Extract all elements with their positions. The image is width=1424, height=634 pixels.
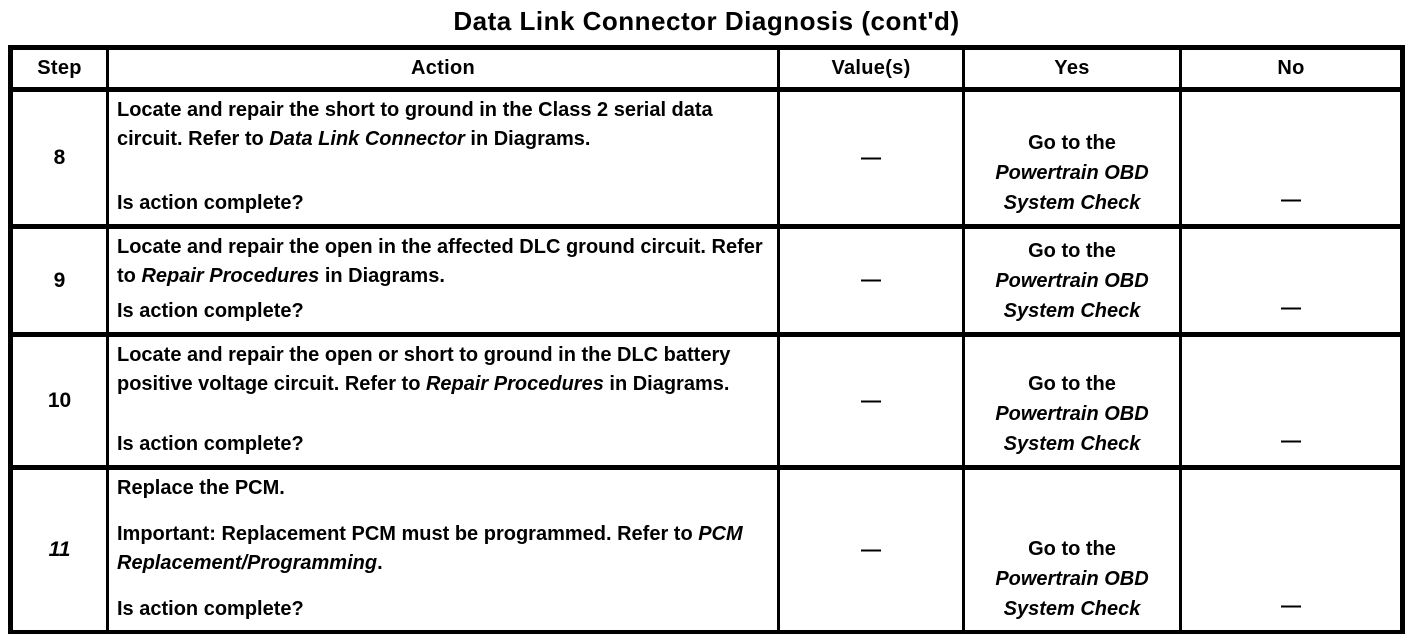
- action-text-after: in Diagrams.: [319, 265, 445, 287]
- action-text-before: Locate and repair the open in the affect…: [117, 236, 763, 287]
- action-text-after: .: [377, 552, 383, 574]
- action-important-note: Important: Replacement PCM must be progr…: [117, 520, 769, 578]
- action-reference: Repair Procedures: [141, 265, 320, 287]
- diagnosis-table: Step Action Value(s) Yes No 8 Locate and…: [8, 45, 1405, 634]
- yes-reference-line2: System Check: [1003, 300, 1141, 322]
- yes-reference-line1: Powertrain OBD: [995, 162, 1149, 184]
- value-cell: —: [780, 92, 962, 224]
- value-cell: —: [780, 229, 962, 332]
- value-dash: —: [861, 146, 881, 169]
- page-title: Data Link Connector Diagnosis (cont'd): [453, 6, 960, 36]
- action-paragraph-1: Replace the PCM.: [117, 477, 285, 499]
- yes-reference-line2: System Check: [1003, 598, 1141, 620]
- yes-goto-line: Go to the: [1028, 373, 1116, 395]
- yes-cell: Go to the Powertrain OBD System Check: [965, 229, 1179, 332]
- important-label: Important:: [117, 523, 216, 545]
- step-number: 8: [13, 92, 106, 224]
- action-reference: Data Link Connector: [269, 128, 465, 150]
- yes-reference-line2: System Check: [1003, 433, 1141, 455]
- yes-reference-line1: Powertrain OBD: [995, 270, 1149, 292]
- no-dash: —: [1281, 595, 1301, 617]
- action-reference: Repair Procedures: [425, 373, 604, 395]
- action-text-before: Locate and repair the open or short to g…: [117, 344, 731, 395]
- step-number: 11: [13, 470, 106, 630]
- action-text-before: Replacement PCM must be programmed. Refe…: [215, 523, 699, 545]
- no-dash: —: [1281, 189, 1301, 211]
- yes-reference-line2: System Check: [1003, 192, 1141, 214]
- column-header-action: Action: [109, 50, 777, 87]
- yes-cell: Go to the Powertrain OBD System Check: [965, 470, 1179, 630]
- action-text: Locate and repair the short to ground in…: [117, 96, 769, 154]
- column-header-yes: Yes: [965, 50, 1179, 87]
- action-text: Locate and repair the open or short to g…: [117, 341, 769, 399]
- yes-cell: Go to the Powertrain OBD System Check: [965, 337, 1179, 465]
- step-number: 10: [13, 337, 106, 465]
- no-dash: —: [1281, 297, 1301, 319]
- column-header-step: Step: [13, 50, 106, 87]
- yes-goto-line: Go to the: [1028, 132, 1116, 154]
- action-question: Is action complete?: [117, 598, 304, 620]
- value-cell: —: [780, 470, 962, 630]
- action-cell: Locate and repair the open in the affect…: [109, 229, 777, 332]
- action-question: Is action complete?: [117, 433, 304, 455]
- step-number: 9: [13, 229, 106, 332]
- column-header-values: Value(s): [780, 50, 962, 87]
- column-header-no: No: [1182, 50, 1400, 87]
- no-dash: —: [1281, 430, 1301, 452]
- value-dash: —: [861, 538, 881, 561]
- action-cell: Replace the PCM. Important: Replacement …: [109, 470, 777, 630]
- yes-cell: Go to the Powertrain OBD System Check: [965, 92, 1179, 224]
- yes-reference-line1: Powertrain OBD: [995, 403, 1149, 425]
- value-cell: —: [780, 337, 962, 465]
- action-question: Is action complete?: [117, 192, 304, 214]
- action-text-before: Locate and repair the short to ground in…: [117, 99, 713, 150]
- action-text-after: in Diagrams.: [464, 128, 591, 150]
- no-cell: —: [1182, 229, 1400, 332]
- value-dash: —: [861, 269, 881, 291]
- no-cell: —: [1182, 470, 1400, 630]
- value-dash: —: [861, 389, 881, 412]
- action-text-after: in Diagrams.: [603, 373, 730, 395]
- action-cell: Locate and repair the open or short to g…: [109, 337, 777, 465]
- yes-reference-line1: Powertrain OBD: [995, 568, 1149, 590]
- no-cell: —: [1182, 92, 1400, 224]
- action-text: Locate and repair the open in the affect…: [117, 233, 769, 291]
- action-question: Is action complete?: [117, 300, 304, 322]
- yes-goto-line: Go to the: [1028, 538, 1116, 560]
- no-cell: —: [1182, 337, 1400, 465]
- yes-goto-line: Go to the: [1028, 240, 1116, 262]
- action-reference: PCM Replacement/Programming: [117, 523, 743, 574]
- action-cell: Locate and repair the short to ground in…: [109, 92, 777, 224]
